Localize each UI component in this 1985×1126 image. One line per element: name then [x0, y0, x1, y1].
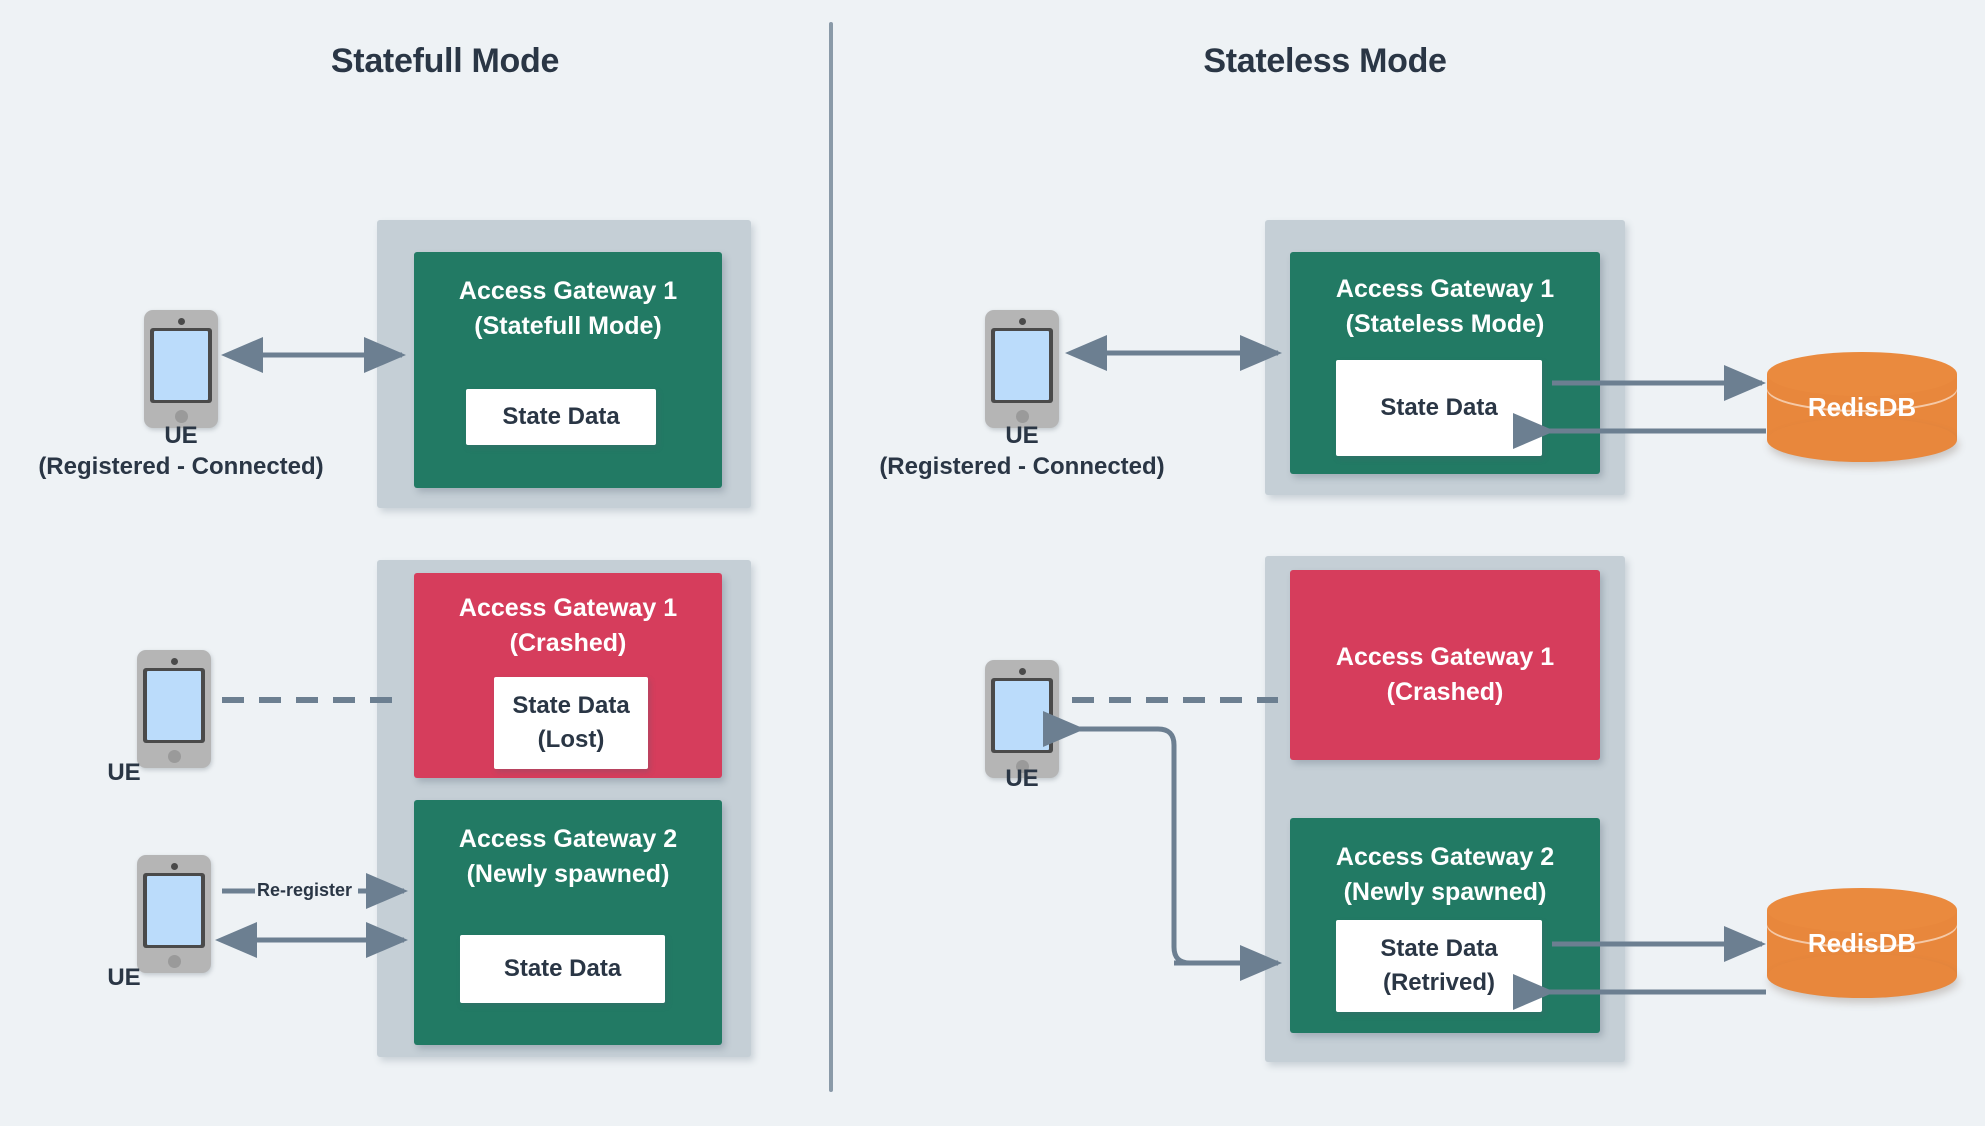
column-divider: [829, 22, 833, 1092]
stateless-mode-title: Stateless Mode: [1203, 42, 1447, 80]
phone-home-button: [1015, 410, 1029, 424]
re-register-edge-label: Re-register: [253, 880, 357, 901]
phone-camera-dot: [1018, 318, 1026, 326]
redisdb-label-top: RedisDB: [1807, 391, 1917, 422]
ue-label-stateless-crashed: UE: [1005, 765, 1039, 792]
redisdb-label-bottom: RedisDB: [1807, 927, 1917, 958]
phone-screen: [994, 331, 1050, 400]
ue-label-statefull-crashed: UE: [107, 759, 141, 786]
phone-camera-dot: [170, 658, 178, 666]
statefull-mode-title: Statefull Mode: [330, 42, 560, 80]
stateless-new-gateway-title: Access Gateway 2 (Newly spawned): [1335, 843, 1555, 906]
database-cylinder-icon-top[interactable]: RedisDB: [1767, 352, 1957, 462]
statefull-new-gateway-card[interactable]: Access Gateway 2 (Newly spawned): [414, 800, 722, 1045]
phone-icon-statefull-reregister: [137, 855, 211, 973]
phone-camera-dot: [177, 318, 185, 326]
cylinder-top: [1767, 888, 1957, 932]
cylinder-top: [1767, 352, 1957, 396]
ue-label-statefull-reregister: UE: [107, 964, 141, 991]
phone-home-button: [1015, 760, 1029, 774]
phone-camera-dot: [170, 863, 178, 871]
phone-screen: [146, 671, 202, 740]
statefull-crashed-gateway-title: Access Gateway 1 (Crashed): [458, 594, 678, 657]
statefull-new-gateway-title: Access Gateway 2 (Newly spawned): [458, 825, 678, 888]
phone-home-button: [174, 410, 188, 424]
cylinder-bottom: [1767, 954, 1957, 998]
stateless-gateway-1-title: Access Gateway 1 (Stateless Mode): [1335, 275, 1555, 338]
statefull-gateway-1-card[interactable]: Access Gateway 1 (Statefull Mode): [414, 252, 722, 488]
stateless-retrived-state-chip: State Data (Retrived): [1336, 920, 1542, 1012]
phone-screen: [146, 876, 202, 945]
phone-screen: [153, 331, 209, 400]
stateless-crashed-gateway-card[interactable]: Access Gateway 1 (Crashed): [1290, 570, 1600, 760]
phone-camera-dot: [1018, 668, 1026, 676]
statefull-gateway-1-title: Access Gateway 1 (Statefull Mode): [458, 277, 678, 340]
statefull-state-data-chip: State Data: [466, 389, 656, 445]
phone-icon-stateless-normal: [985, 310, 1059, 428]
phone-home-button: [167, 750, 181, 764]
stateless-crashed-gateway-title: Access Gateway 1 (Crashed): [1335, 643, 1555, 706]
phone-home-button: [167, 955, 181, 969]
phone-icon-statefull-crashed: [137, 650, 211, 768]
phone-screen: [994, 681, 1050, 750]
statefull-new-state-data-chip: State Data: [460, 935, 665, 1003]
ue-label-statefull-normal: UE (Registered - Connected): [38, 422, 324, 480]
phone-icon-statefull-normal: [144, 310, 218, 428]
phone-icon-stateless-crashed: [985, 660, 1059, 778]
statefull-state-data-lost-chip: State Data (Lost): [494, 677, 648, 769]
cylinder-bottom: [1767, 418, 1957, 462]
database-cylinder-icon-bottom[interactable]: RedisDB: [1767, 888, 1957, 998]
stateless-state-data-chip: State Data: [1336, 360, 1542, 456]
ue-label-stateless-normal: UE (Registered - Connected): [879, 422, 1165, 480]
